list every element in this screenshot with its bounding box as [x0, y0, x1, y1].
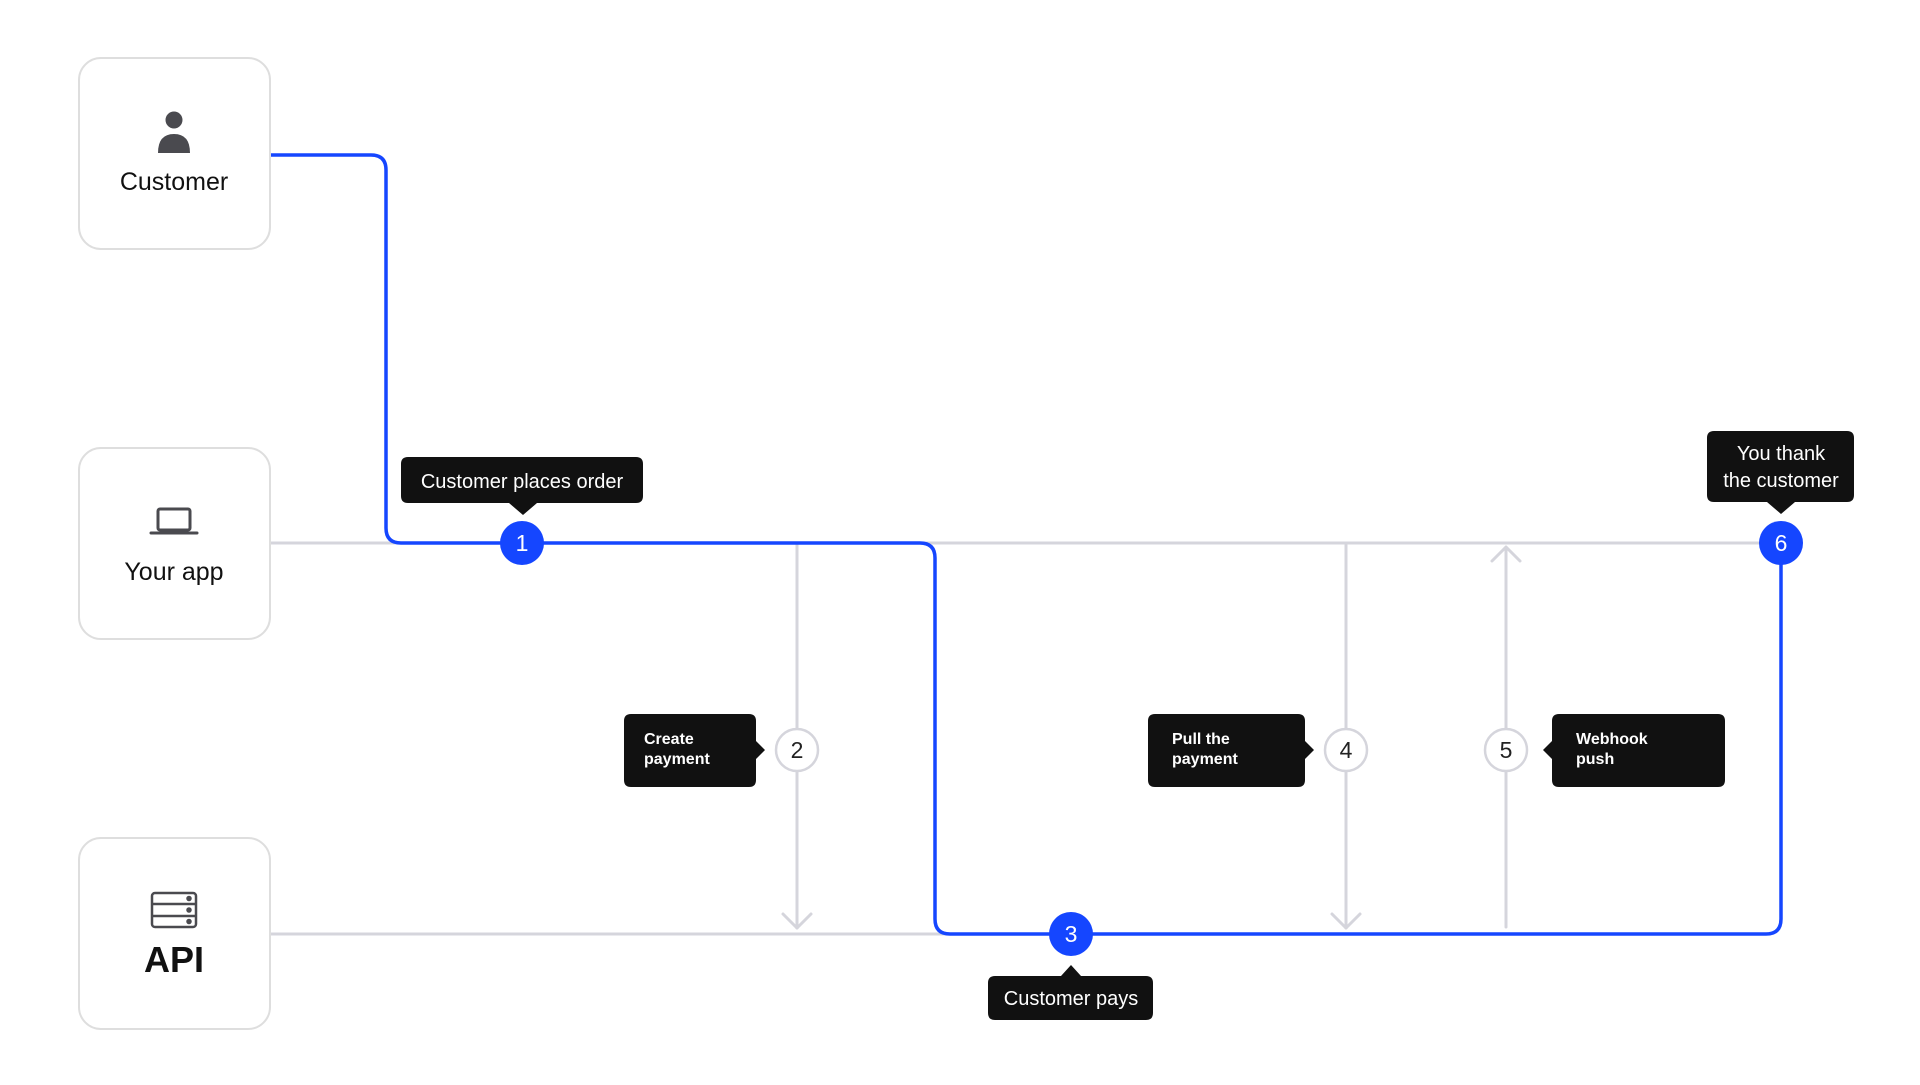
step-2-label-line-2: payment [644, 751, 710, 768]
server-icon [150, 891, 198, 929]
step-6: You thank the customer 6 [1707, 431, 1854, 565]
step-1: Customer places order 1 [401, 457, 643, 565]
step-4: Pull the payment 4 [1148, 714, 1369, 787]
step-6-number: 6 [1775, 530, 1788, 556]
step-2-callout [624, 714, 765, 787]
step-5-callout [1543, 714, 1725, 787]
step-3-callout [988, 965, 1153, 1020]
customer-box [78, 57, 271, 250]
step-2-number: 2 [791, 737, 804, 763]
step-2-badge [774, 727, 820, 773]
actor-app: Your app [78, 447, 271, 640]
api-box [78, 837, 271, 1030]
step-2-label-line-1: Create [644, 731, 694, 748]
step-5-label-line-1: Webhook [1576, 731, 1648, 748]
step-4-badge [1323, 727, 1369, 773]
app-box [78, 447, 271, 640]
step-5-badge [1483, 727, 1529, 773]
step-2-arrow-head [781, 912, 813, 930]
step-3: 3 Customer pays [988, 912, 1153, 1020]
actor-customer: Customer [78, 57, 271, 250]
laptop-icon [149, 507, 199, 535]
step-6-badge [1759, 521, 1803, 565]
customer-journey-path [271, 153, 1783, 936]
step-1-label: Customer places order [421, 471, 624, 493]
step-5-number: 5 [1500, 737, 1513, 763]
step-6-label-line-1: You thank [1737, 443, 1826, 465]
step-6-callout [1707, 431, 1854, 514]
step-5: 5 Webhook push [1483, 714, 1725, 787]
actor-api: API [78, 837, 271, 1030]
step-4-label-line-1: Pull the [1172, 731, 1230, 748]
step-3-label: Customer pays [1004, 988, 1139, 1010]
step-4-number: 4 [1340, 737, 1353, 763]
step-1-badge [500, 521, 544, 565]
step-5-arrow-head [1490, 545, 1522, 563]
person-icon [158, 111, 190, 153]
step-3-badge [1049, 912, 1093, 956]
step-6-label-line-2: the customer [1723, 470, 1839, 492]
step-1-number: 1 [516, 530, 529, 556]
step-4-callout [1148, 714, 1314, 787]
step-5-label-line-2: push [1576, 751, 1614, 768]
customer-label: Customer [120, 168, 228, 196]
step-1-callout [401, 457, 643, 515]
api-label: API [144, 939, 204, 980]
app-label: Your app [124, 558, 223, 586]
step-3-number: 3 [1065, 921, 1078, 947]
step-4-label-line-2: payment [1172, 751, 1238, 768]
step-4-arrow-head [1330, 912, 1362, 930]
step-2: Create payment 2 [624, 714, 820, 787]
